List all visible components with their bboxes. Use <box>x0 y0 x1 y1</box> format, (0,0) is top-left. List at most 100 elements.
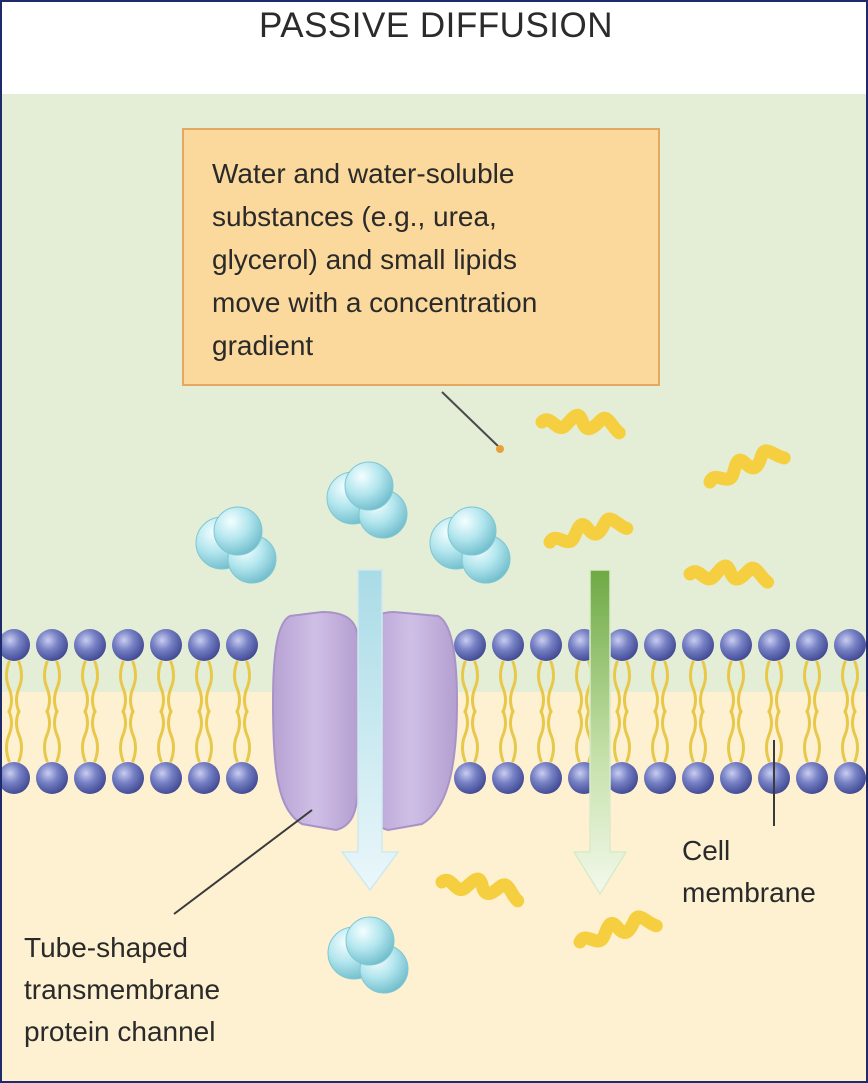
phospholipid-icon <box>644 762 676 794</box>
lipid-tail <box>157 709 165 763</box>
lipid-tail <box>661 660 669 714</box>
lipid-tail <box>841 660 849 714</box>
lipid-tail <box>699 660 707 714</box>
phospholipid-icon <box>188 762 220 794</box>
phospholipid-icon <box>796 762 828 794</box>
lipid-tail <box>509 709 517 763</box>
lipid-tail <box>575 709 583 763</box>
protein-channel-icon <box>271 610 459 832</box>
lipid-tail <box>91 709 99 763</box>
cell-membrane-label-line: Cell <box>682 835 731 866</box>
small-lipid-icon <box>435 872 525 908</box>
lipid-tail <box>167 709 175 763</box>
lipid-tail <box>91 660 99 714</box>
phospholipid-icon <box>606 762 638 794</box>
lipid-tail <box>509 660 517 714</box>
small-lipid-icon <box>683 559 775 589</box>
lipid-tail <box>243 709 251 763</box>
callout-line: glycerol) and small lipids <box>212 244 518 275</box>
phospholipid-icon <box>454 629 486 661</box>
small-lipid-icon <box>535 409 626 440</box>
phospholipid-heads-bottom-row <box>2 762 866 794</box>
lipid-tail <box>547 660 555 714</box>
page-title: PASSIVE DIFFUSION <box>258 6 614 45</box>
lipid-tail <box>119 660 127 714</box>
lipid-tail <box>53 660 61 714</box>
lipid-tail <box>243 660 251 714</box>
lipid-tail <box>157 660 165 714</box>
lipid-tail <box>15 709 23 763</box>
phospholipid-icon <box>758 629 790 661</box>
water-molecule-icon <box>327 916 409 994</box>
lipid-tail <box>471 660 479 714</box>
water-diffusion-arrow <box>340 569 400 892</box>
lipid-tail <box>689 660 697 714</box>
phospholipid-icon <box>834 629 866 661</box>
lipid-tail <box>689 709 697 763</box>
callout-leader-line <box>441 391 501 449</box>
callout-line: move with a concentration <box>212 287 538 318</box>
lipid-tail <box>851 660 859 714</box>
lipid-tail <box>537 660 545 714</box>
small-lipid-icon <box>703 444 791 489</box>
small-lipid-icon <box>543 512 634 549</box>
lipid-tail <box>43 709 51 763</box>
callout-box: Water and water-soluble substances (e.g.… <box>182 128 660 386</box>
phospholipid-icon <box>36 629 68 661</box>
phospholipid-icon <box>644 629 676 661</box>
lipid-tail <box>195 660 203 714</box>
protein-channel-left-half <box>271 610 359 832</box>
phospholipid-icon <box>150 629 182 661</box>
lipid-tail <box>233 660 241 714</box>
lipid-tail <box>53 709 61 763</box>
protein-channel-label-line: Tube-shaped <box>24 932 188 963</box>
phospholipid-icon <box>682 629 714 661</box>
lipid-tail <box>81 660 89 714</box>
phospholipid-icon <box>834 762 866 794</box>
phospholipid-icon <box>74 762 106 794</box>
lipid-tails-top-layer <box>5 660 859 714</box>
cell-membrane-bilayer <box>2 629 866 794</box>
lipid-tail <box>461 709 469 763</box>
protein-channel-label: Tube-shaped transmembrane protein channe… <box>24 927 220 1053</box>
lipid-tail <box>727 709 735 763</box>
lipid-tail <box>765 660 773 714</box>
lipid-tail <box>765 709 773 763</box>
lipid-tail <box>119 709 127 763</box>
small-lipid-icon <box>573 910 663 949</box>
lipid-tail <box>499 709 507 763</box>
lipid-tail <box>499 660 507 714</box>
phospholipid-icon <box>226 762 258 794</box>
lipid-tail <box>813 660 821 714</box>
lipid-tail <box>841 709 849 763</box>
phospholipid-icon <box>112 629 144 661</box>
lipid-tail <box>575 660 583 714</box>
lipid-tail <box>471 709 479 763</box>
callout-line: Water and water-soluble <box>212 158 515 189</box>
phospholipid-icon <box>492 629 524 661</box>
lipid-tail <box>651 709 659 763</box>
lipid-tail <box>775 660 783 714</box>
phospholipid-icon <box>188 629 220 661</box>
lipid-tail <box>81 709 89 763</box>
phospholipid-icon <box>74 629 106 661</box>
cell-membrane-label: Cell membrane <box>682 830 816 914</box>
lipid-tail <box>5 709 13 763</box>
lipid-tail <box>613 660 621 714</box>
lipid-tail <box>623 660 631 714</box>
lipid-tail <box>737 709 745 763</box>
lipid-tail <box>129 709 137 763</box>
lipid-tail <box>651 660 659 714</box>
phospholipid-icon <box>796 629 828 661</box>
lipid-tail <box>661 709 669 763</box>
lipid-tail <box>195 709 203 763</box>
lipid-tail <box>613 709 621 763</box>
phospholipid-icon <box>682 762 714 794</box>
lipid-tail <box>699 709 707 763</box>
phospholipid-icon <box>720 629 752 661</box>
callout-leader-dot <box>496 445 504 453</box>
protein-channel-label-line: protein channel <box>24 1016 216 1047</box>
phospholipid-icon <box>606 629 638 661</box>
